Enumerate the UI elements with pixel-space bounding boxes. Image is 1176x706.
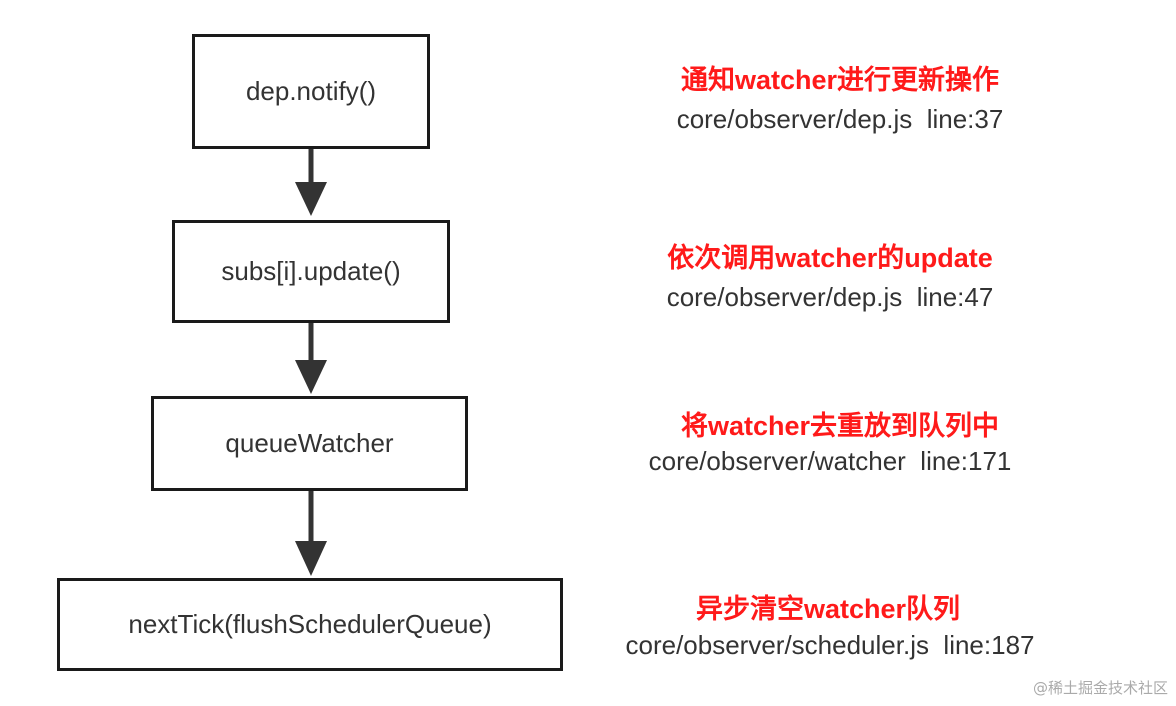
step-label: subs[i].update() — [221, 256, 401, 286]
note-source-path: core/observer/scheduler.js line:187 — [625, 630, 1035, 660]
arrow-3 — [295, 491, 327, 576]
step-label: queueWatcher — [225, 428, 394, 458]
watermark: @稀土掘金技术社区 — [1032, 679, 1168, 697]
step-box-dep-notify: dep.notify() — [192, 34, 430, 149]
note-source-path: core/observer/dep.js line:37 — [676, 104, 1004, 134]
note-source-path: core/observer/watcher line:171 — [648, 446, 1012, 476]
step-box-queue-watcher: queueWatcher — [151, 396, 468, 491]
note-title: 将watcher去重放到队列中 — [680, 411, 1000, 441]
arrow-2 — [295, 323, 327, 394]
note-source-path: core/observer/dep.js line:47 — [666, 282, 994, 312]
note-title: 依次调用watcher的update — [667, 243, 993, 273]
step-label: nextTick(flushSchedulerQueue) — [128, 609, 492, 639]
step-box-subs-update: subs[i].update() — [172, 220, 450, 323]
step-box-next-tick: nextTick(flushSchedulerQueue) — [57, 578, 563, 671]
note-title: 通知watcher进行更新操作 — [680, 65, 1000, 95]
arrow-1 — [295, 149, 327, 216]
note-title: 异步清空watcher队列 — [695, 594, 961, 624]
step-label: dep.notify() — [245, 76, 377, 106]
